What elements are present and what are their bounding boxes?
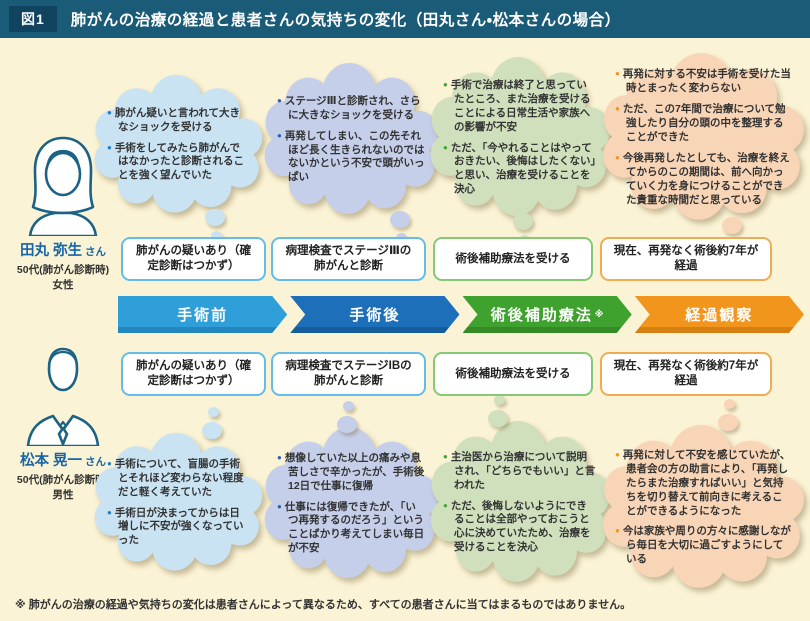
stage-box-tamaru-diagnosis: 病理検査でステージⅢの肺がんと診断 bbox=[271, 237, 426, 281]
thought-cloud-tamaru-presurgery: 肺がん疑いと言われて大きなショックを受ける 手術をしてみたら肺がんではなかったと… bbox=[92, 74, 264, 241]
patient-meta: 50代(肺がん診断時) 男性 bbox=[11, 473, 115, 503]
stage-box-matsumoto-diagnosis: 病理検査でステージIBの肺がんと診断 bbox=[271, 352, 426, 396]
thought-item: 再発に対する不安は手術を受けた当時とまったく変わらない bbox=[615, 68, 791, 96]
treatment-timeline: 手術前 手術後 術後補助療法※ 経過観察 bbox=[118, 296, 804, 333]
thought-cloud-matsumoto-followup: 再発に対して不安を感じていたが、患者会の方の助言により、「再発したらまた治療すれ… bbox=[600, 399, 806, 592]
patient-gender: 男性 bbox=[52, 489, 74, 502]
stage-box-matsumoto-adjuvant: 術後補助療法を受ける bbox=[433, 352, 593, 396]
female-avatar-icon bbox=[28, 136, 98, 236]
stage-box-tamaru-adjuvant: 術後補助療法を受ける bbox=[433, 237, 593, 281]
thought-cloud-tamaru-followup: 再発に対する不安は手術を受けた当時とまったく変わらない ただ、この7年間で治療に… bbox=[600, 52, 806, 249]
patient-honorific: さん bbox=[85, 456, 107, 468]
thought-item: 再発に対して不安を感じていたが、患者会の方の助言により、「再発したらまた治療すれ… bbox=[615, 449, 791, 519]
thought-item: ただ、後悔しないようにできることは全部やっておこうと心に決めていたため、治療を受… bbox=[443, 500, 597, 556]
figure-footnote: ※ 肺がんの治療の経過や気持ちの変化は患者さんによって異なるため、すべての患者さ… bbox=[15, 599, 632, 611]
figure-number-badge: 図1 bbox=[9, 6, 57, 32]
cloud-tail bbox=[337, 416, 357, 433]
cloud-tail bbox=[724, 399, 735, 409]
figure-title-bar: 図1 肺がんの治療の経過と患者さんの気持ちの変化（田丸さん・松本さんの場合） bbox=[0, 0, 810, 38]
timeline-stage-postsurgery: 手術後 bbox=[290, 296, 459, 333]
thought-item: 主治医から治療について説明され、「どちらでもいい」と言われた bbox=[443, 451, 597, 493]
cloud-tail bbox=[205, 209, 225, 226]
stage-box-tamaru-followup: 現在、再発なく術後約7年が経過 bbox=[600, 237, 772, 281]
thought-item: 手術をしてみたら肺がんではなかったと診断されることを強く望んでいた bbox=[107, 142, 249, 184]
patient-card-matsumoto: 松本 晃一さん 50代(肺がん診断時) 男性 bbox=[11, 342, 115, 503]
patient-name-text: 松本 晃一 bbox=[19, 453, 83, 469]
patient-name-text: 田丸 弥生 bbox=[19, 243, 83, 259]
thought-item: 手術について、盲腸の手術とそれほど変わらない程度だと軽く考えていた bbox=[107, 458, 249, 500]
patient-meta: 50代(肺がん診断時) 女性 bbox=[11, 263, 115, 293]
cloud-tail bbox=[494, 395, 505, 405]
stage-label: 手術前 bbox=[177, 307, 229, 324]
patient-card-tamaru: 田丸 弥生さん 50代(肺がん診断時) 女性 bbox=[11, 132, 115, 293]
patient-name: 松本 晃一さん bbox=[11, 449, 115, 470]
thought-cloud-matsumoto-presurgery: 手術について、盲腸の手術とそれほど変わらない程度だと軽く考えていた 手術日が決ま… bbox=[92, 407, 264, 574]
thought-item: 今後再発したとしても、治療を終えてからのこの期間は、前へ向かっていく力を身につけ… bbox=[615, 152, 791, 208]
stage-footnote-mark: ※ bbox=[594, 309, 604, 319]
thought-item: ただ、「今やれることはやっておきたい、後悔はしたくない」と思い、治療を受けること… bbox=[443, 142, 597, 198]
timeline-stage-followup: 経過観察 bbox=[635, 296, 804, 333]
cloud-tail bbox=[343, 401, 354, 411]
thought-item: ただ、この7年間で治療について勉強したり自分の頭の中を整理することができた bbox=[615, 103, 791, 145]
stage-box-tamaru-suspicion: 肺がんの疑いあり（確定診断はつかず） bbox=[121, 237, 266, 281]
patient-age: 50代(肺がん診断時) bbox=[16, 474, 110, 486]
cloud-tail bbox=[390, 211, 410, 228]
thought-cloud-tamaru-adjuvant: 手術で治療は終了と思っていたところ、また治療を受けることによる日常生活や家族への… bbox=[428, 56, 612, 245]
cloud-tail bbox=[718, 414, 738, 431]
cloud-tail bbox=[513, 213, 533, 230]
stage-label: 手術後 bbox=[349, 307, 401, 324]
thought-item: 想像していた以上の痛みや息苦しさで辛かったが、手術後12日で仕事に復帰 bbox=[277, 452, 425, 494]
cloud-tail bbox=[208, 407, 219, 417]
figure-title: 肺がんの治療の経過と患者さんの気持ちの変化（田丸さん・松本さんの場合） bbox=[70, 12, 621, 29]
thought-item: ステージⅢと診断され、さらに大きなショックを受ける bbox=[277, 95, 425, 123]
stage-label: 経過観察 bbox=[685, 307, 754, 324]
diagram-board: 田丸 弥生さん 50代(肺がん診断時) 女性 松本 晃一さん 50代(肺がん診断… bbox=[0, 38, 810, 621]
patient-age: 50代(肺がん診断時) bbox=[16, 264, 110, 276]
stage-label: 術後補助療法 bbox=[490, 307, 593, 324]
cloud-tail bbox=[211, 231, 222, 241]
thought-cloud-matsumoto-adjuvant: 主治医から治療について説明され、「どちらでもいい」と言われた ただ、後悔しないよ… bbox=[428, 395, 612, 586]
cloud-tail bbox=[488, 410, 508, 427]
timeline-stage-adjuvant-therapy: 術後補助療法※ bbox=[463, 296, 632, 333]
thought-item: 手術で治療は終了と思っていたところ、また治療を受けることによる日常生活や家族への… bbox=[443, 79, 597, 135]
thought-cloud-matsumoto-postsurgery: 想像していた以上の痛みや息苦しさで辛かったが、手術後12日で仕事に復帰 仕事には… bbox=[262, 401, 440, 582]
stage-box-matsumoto-suspicion: 肺がんの疑いあり（確定診断はつかず） bbox=[121, 352, 266, 396]
patient-gender: 女性 bbox=[52, 279, 74, 292]
thought-item: 再発してしまい、この先それほど長く生きられないのではないかという不安で頭がいっぱ… bbox=[277, 130, 425, 186]
timeline-stage-presurgery: 手術前 bbox=[118, 296, 287, 333]
thought-item: 今は家族や周りの方々に感謝しながら毎日を大切に過ごすようにしている bbox=[615, 525, 791, 567]
thought-item: 仕事には復帰できたが、「いつ再発するのだろう」ということばかり考えてしまい毎日が… bbox=[277, 501, 425, 557]
stage-box-matsumoto-followup: 現在、再発なく術後約7年が経過 bbox=[600, 352, 772, 396]
cloud-tail bbox=[722, 217, 742, 234]
cloud-tail bbox=[202, 422, 222, 439]
male-avatar-icon bbox=[26, 347, 100, 446]
thought-item: 手術日が決まってからは日増しに不安が強くなっていった bbox=[107, 507, 249, 549]
thought-item: 肺がん疑いと言われて大きなショックを受ける bbox=[107, 107, 249, 135]
patient-name: 田丸 弥生さん bbox=[11, 239, 115, 260]
thought-cloud-tamaru-postsurgery: ステージⅢと診断され、さらに大きなショックを受ける 再発してしまい、この先それほ… bbox=[262, 62, 440, 243]
patient-honorific: さん bbox=[85, 246, 107, 258]
